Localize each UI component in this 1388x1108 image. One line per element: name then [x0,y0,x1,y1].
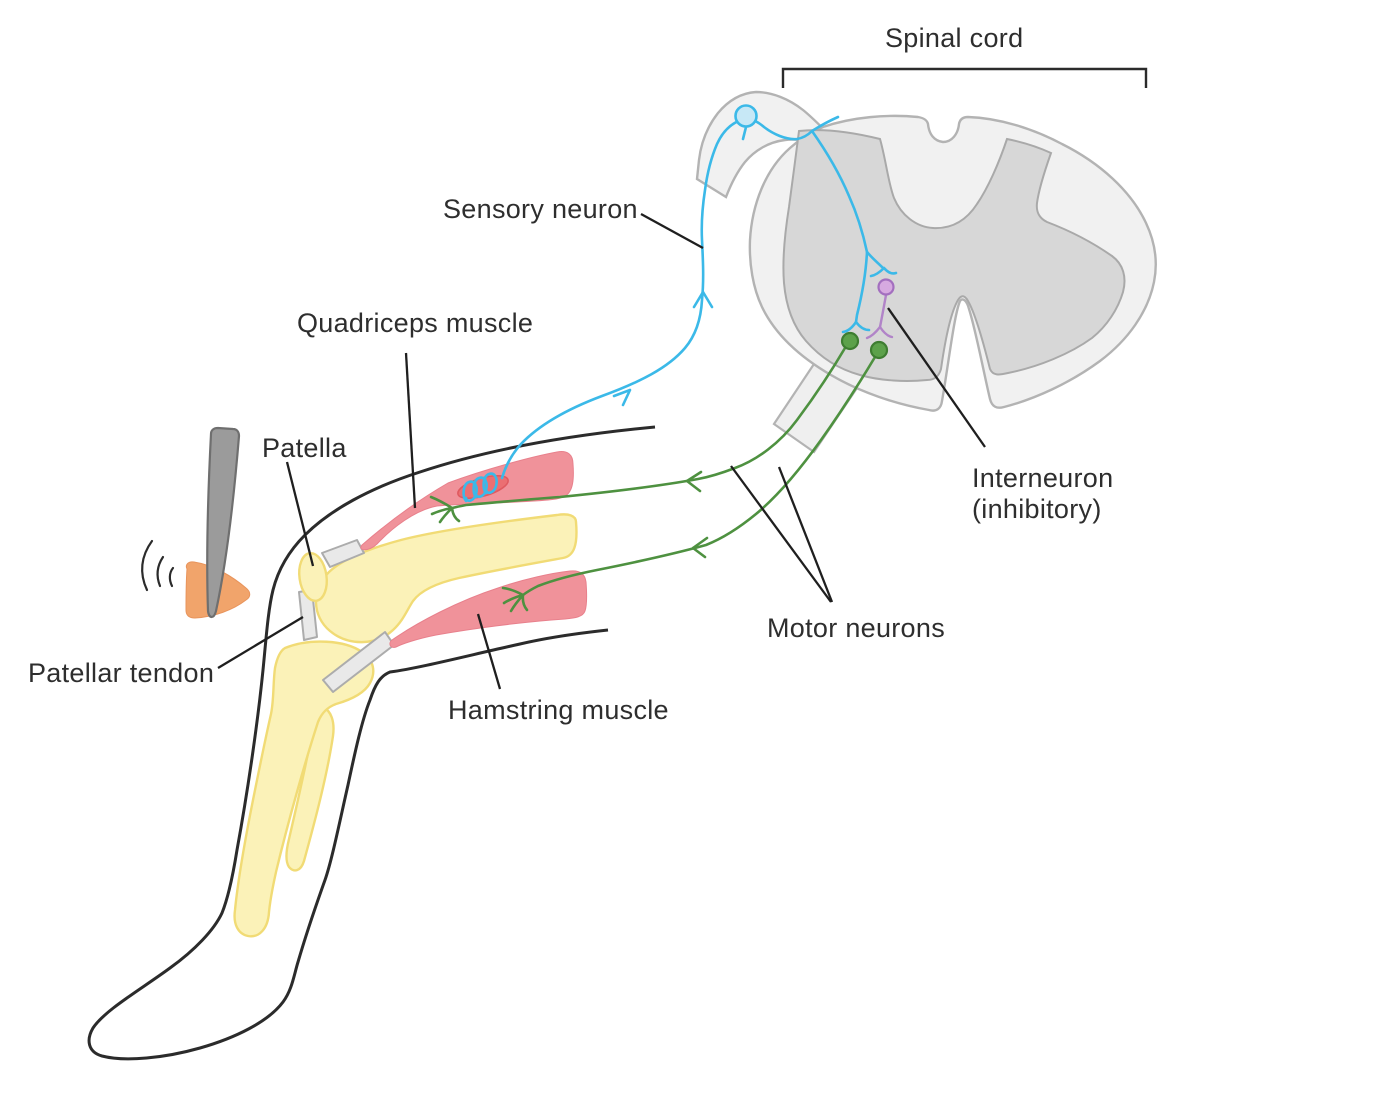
sensory-branch-to-interneuron [865,250,885,270]
spindle-coil-icon [462,472,498,503]
label-sensory-neuron: Sensory neuron [443,194,638,224]
label-patella: Patella [262,433,347,463]
interneuron-synapse-ending [865,325,894,340]
callout-motor-neuron-b [777,466,834,603]
spinal-cord-cross-section [695,90,1157,454]
label-motor-neurons: Motor neurons [767,613,945,643]
motor-arrow-quadriceps [685,470,703,493]
label-interneuron-line1: Interneuron [972,463,1113,493]
motor-neuron-hamstring-ending [501,586,529,613]
quadriceps-tendon [321,539,365,568]
sensory-synapse-on-motor-neuron [841,320,871,334]
callout-lines [217,67,1148,690]
tap-motion-arcs-icon [141,539,175,592]
leg-outline [87,425,656,1061]
callout-quadriceps [404,352,417,509]
sensory-neuron-group [462,104,898,503]
label-spinal-cord: Spinal cord [885,23,1023,53]
sensory-synapse-on-interneuron [869,266,898,278]
callout-patellar-tendon [217,616,304,669]
motor-arrow-hamstring [691,536,709,559]
spinal-cord-gray-matter [782,129,1126,382]
motor-neurons-group [429,331,889,613]
callout-hamstring [476,613,502,690]
motor-neuron-quadriceps-ending [429,495,461,524]
hamstring-muscle-shape [389,570,588,648]
sensory-arrow-mid [612,388,632,407]
tibia-bone [233,640,375,938]
label-quadriceps-muscle: Quadriceps muscle [297,308,533,338]
femur-bone [314,513,578,644]
labels: Spinal cord Sensory neuron Quadriceps mu… [28,23,1113,725]
reflex-hammer-icon [141,426,251,619]
callout-sensory-neuron [640,212,704,250]
callout-patella [285,461,315,567]
label-hamstring-muscle: Hamstring muscle [448,695,669,725]
callout-interneuron [887,307,986,448]
interneuron-soma [877,278,895,296]
sensory-axon-dorsal-branch [810,115,840,133]
label-patellar-tendon: Patellar tendon [28,658,214,688]
interneuron-group [865,278,895,340]
spinal-cord-bracket [781,67,1148,88]
label-interneuron-line2: (inhibitory) [972,494,1102,524]
motor-neuron-quadriceps-axon [450,346,847,510]
callout-motor-neuron-a [730,465,832,603]
motor-neuron-soma-hamstring [869,340,889,360]
reflex-hammer-handle [206,426,241,619]
motor-neuron-soma-quadriceps [840,331,860,351]
sensory-soma-stalk [741,125,748,141]
sensory-arrow-upper [692,290,714,309]
sensory-neuron-axon [500,117,814,480]
sensory-neuron-soma [734,104,758,128]
interneuron-axon [878,293,888,329]
leg-illustration [87,425,656,1061]
sensory-axon-descending-branch [810,129,869,324]
motor-neuron-hamstring-axon [521,355,877,597]
